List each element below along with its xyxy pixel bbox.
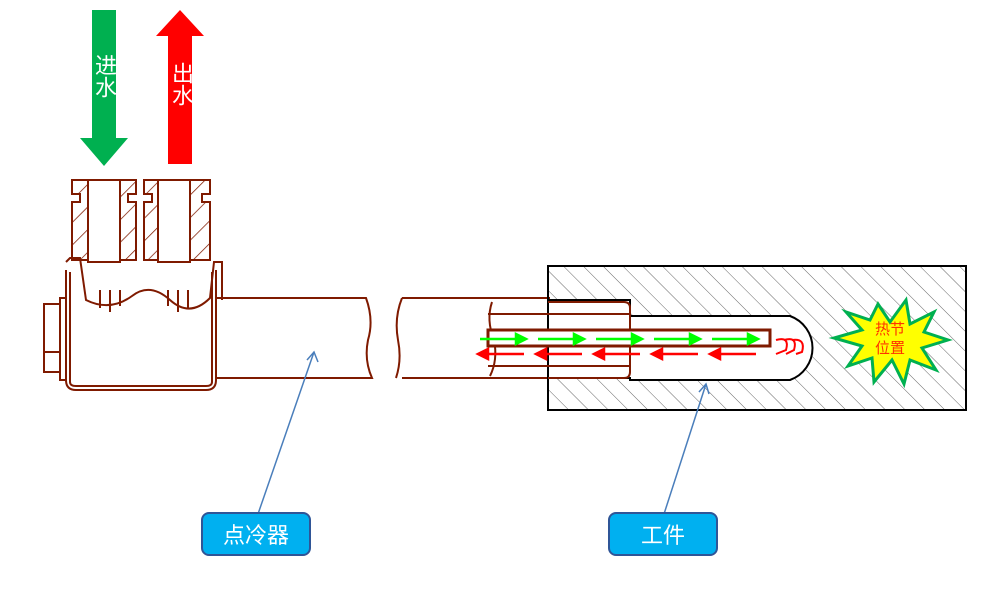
- hotspot-label-line2: 位置: [874, 339, 905, 357]
- cooler-assembly: [43, 179, 550, 391]
- cooler-pipe-left: [216, 297, 374, 379]
- workpiece-callout: 工件: [608, 512, 718, 556]
- cooler-pipe-right: [395, 297, 550, 379]
- return-flow-arrows: [475, 346, 756, 362]
- cooler-block: [65, 270, 217, 391]
- inlet-label: 进水: [91, 54, 116, 98]
- turbulence-arrows: [775, 338, 804, 355]
- supply-flow-arrows: [480, 331, 761, 347]
- workpiece-leader-line: [663, 383, 707, 515]
- cooler-leader-line: [257, 351, 315, 515]
- hotspot-label: 热节 位置: [870, 320, 910, 358]
- cooler-callout: 点冷器: [201, 512, 311, 556]
- outlet-arrow: [156, 10, 204, 164]
- outlet-label: 出水: [168, 62, 193, 106]
- inlet-arrow: [80, 10, 128, 166]
- hotspot-label-line1: 热节: [874, 320, 905, 338]
- leader-lines: [257, 350, 710, 515]
- cooler-nut: [43, 303, 61, 373]
- hotspot-starburst: [828, 296, 953, 389]
